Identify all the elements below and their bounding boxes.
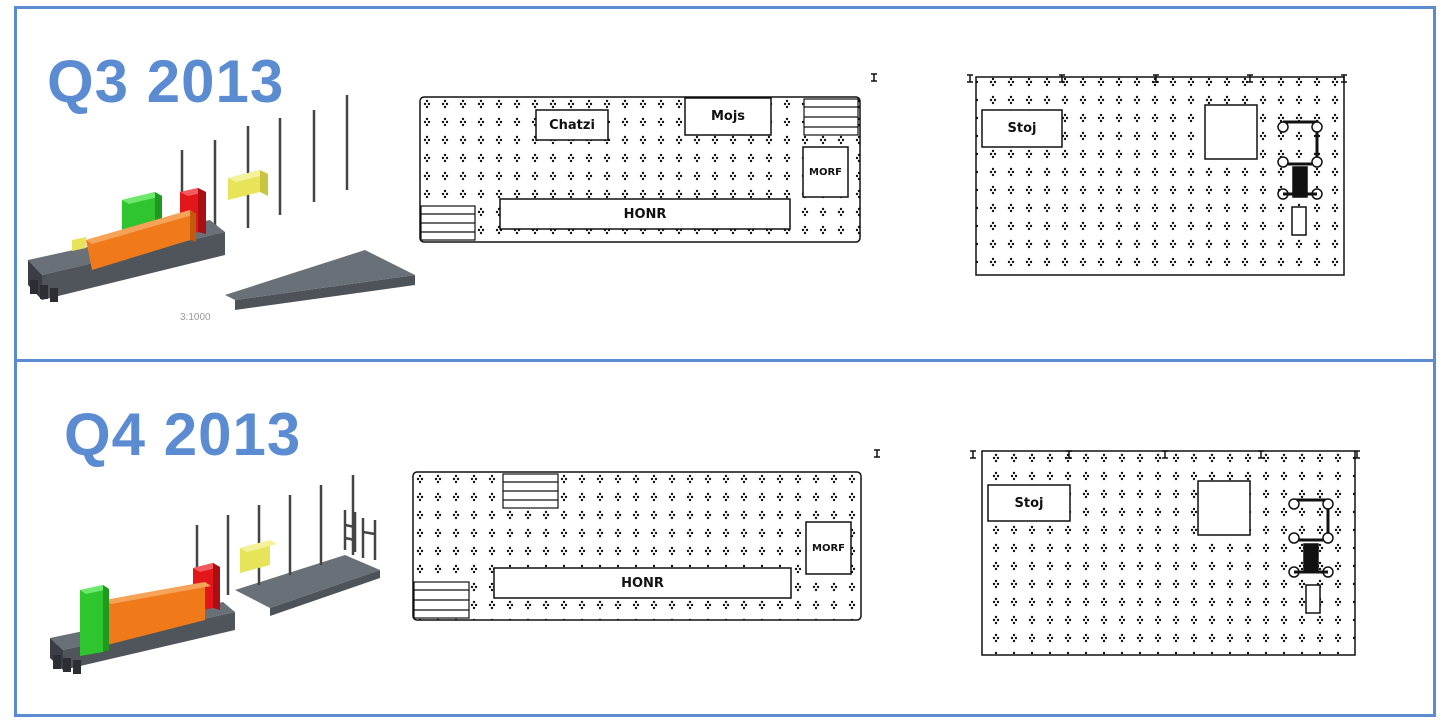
label-morf-q4: MORF xyxy=(812,542,845,554)
quarter-title-q4: Q4 2013 xyxy=(64,401,302,468)
3d-model-q3 xyxy=(28,95,415,310)
scale-label: 3:1000 xyxy=(180,312,211,323)
floorplan-right-q4 xyxy=(970,450,1360,656)
label-mojs: Mojs xyxy=(710,109,746,124)
label-stoj: Stoj xyxy=(1007,121,1037,136)
floorplan-middle-q4 xyxy=(412,471,862,621)
label-morf: MORF xyxy=(809,166,842,178)
label-stoj-q4: Stoj xyxy=(1014,495,1044,511)
label-chatzi: Chatzi xyxy=(549,117,595,133)
marker-icon-q4 xyxy=(874,449,880,458)
marker-icon xyxy=(871,73,877,82)
quarter-title-q3: Q3 2013 xyxy=(47,48,285,115)
floorplan-right-q3 xyxy=(967,74,1347,276)
3d-model-q4 xyxy=(50,475,380,674)
floorplan-middle-q3 xyxy=(419,96,861,243)
label-honr-q4: HONR xyxy=(621,575,664,591)
label-honr: HONR xyxy=(623,206,667,222)
